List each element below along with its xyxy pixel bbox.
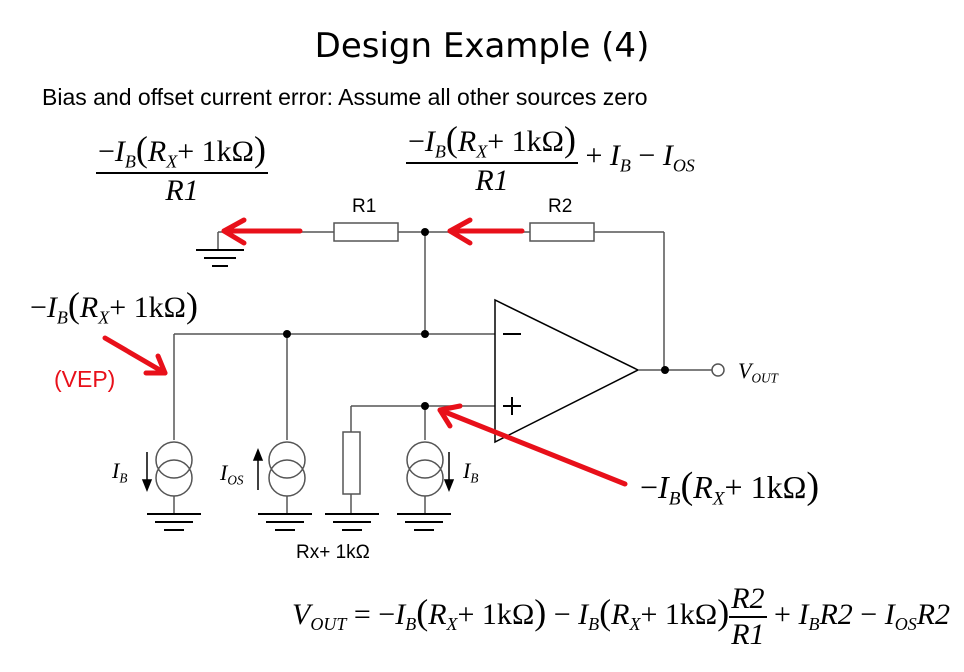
ground-icon: [325, 513, 379, 531]
ground-icon: [258, 513, 312, 531]
arrow-down-icon: [141, 479, 153, 493]
ground-icon: [196, 249, 244, 267]
subtitle: Bias and offset current error: Assume al…: [42, 84, 648, 110]
noninverting-node-equation: −IB(RX+ 1kΩ): [640, 465, 820, 510]
junction-dot: [661, 366, 669, 374]
ib-left-label: IB: [112, 458, 128, 486]
r1-current-equation: −IB(RX+ 1kΩ) R1: [96, 129, 268, 208]
current-source-ib-right: [406, 441, 444, 514]
inverting-node-equation: −IB(RX+ 1kΩ): [30, 285, 198, 328]
r1-label: R1: [352, 196, 377, 217]
rx-label: Rx+ 1kΩ: [296, 542, 370, 563]
junction-dot: [421, 330, 429, 338]
ground-icon: [397, 513, 451, 531]
junction-dot: [421, 228, 429, 236]
ground-icon: [147, 513, 201, 531]
page-title: Design Example (4): [314, 26, 650, 66]
resistor-rx: [342, 431, 361, 495]
vep-label: (VEP): [54, 366, 116, 392]
vout-label: VOUT: [738, 358, 778, 386]
arrow-down-icon: [443, 479, 455, 493]
op-amp: [494, 298, 640, 444]
red-arrow-noninverting-icon: [437, 403, 628, 487]
current-source-ib-left: [155, 441, 193, 514]
junction-dot: [283, 330, 291, 338]
red-arrow-vep-icon: [102, 335, 168, 376]
red-arrow-r1-icon: [221, 217, 303, 246]
current-source-ios: [268, 441, 306, 514]
ios-label: IOS: [220, 460, 244, 488]
r2-current-equation: −IB(RX+ 1kΩ) R1 + IB − IOS: [406, 119, 695, 198]
r2-label: R2: [548, 196, 573, 217]
red-arrow-r2-icon: [447, 217, 525, 246]
arrow-up-icon: [252, 447, 264, 461]
ib-right-label: IB: [463, 458, 479, 486]
vout-terminal: [711, 363, 725, 377]
resistor-r1: [333, 222, 399, 242]
junction-dot: [421, 402, 429, 410]
resistor-r2: [529, 222, 595, 242]
